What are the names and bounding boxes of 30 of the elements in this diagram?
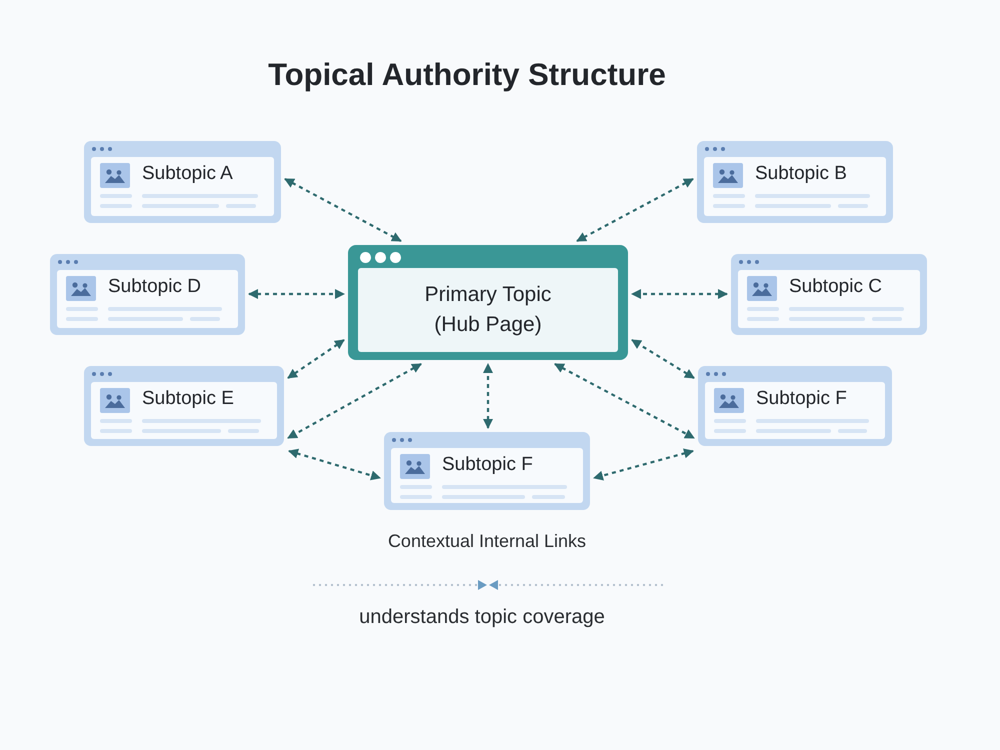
dashed-arrow xyxy=(287,363,422,439)
card-title: Subtopic B xyxy=(755,162,847,186)
coverage-note: understands topic coverage xyxy=(358,605,606,629)
card-title: Subtopic D xyxy=(108,275,201,299)
subtopic-card xyxy=(84,366,284,446)
hub-title: Primary Topic (Hub Page) xyxy=(424,282,552,338)
card-title: Subtopic F xyxy=(756,387,847,411)
dashed-arrow xyxy=(631,339,695,379)
dashed-arrow xyxy=(288,448,381,480)
dashed-arrow xyxy=(284,178,402,242)
card-title: Subtopic C xyxy=(789,275,882,299)
card-title: Subtopic F xyxy=(442,453,533,477)
subtopic-card xyxy=(731,254,927,335)
subtopic-card xyxy=(84,141,281,223)
diagram-title: Topical Authority Structure xyxy=(267,56,667,94)
card-title: Subtopic A xyxy=(142,162,233,186)
subtopic-card xyxy=(384,432,590,510)
subtopic-card xyxy=(697,141,893,223)
dashed-arrow xyxy=(287,339,345,379)
subtopic-card xyxy=(698,366,892,446)
dashed-arrow xyxy=(554,363,695,439)
dashed-arrow xyxy=(483,363,494,429)
links-label: Contextual Internal Links xyxy=(386,530,588,553)
hub-page-card xyxy=(348,245,628,360)
dashed-arrow xyxy=(593,448,694,480)
card-title: Subtopic E xyxy=(142,387,234,411)
dashed-arrow xyxy=(631,289,728,299)
subtopic-card xyxy=(50,254,245,335)
dashed-arrow xyxy=(248,289,345,299)
dashed-arrow xyxy=(576,178,694,242)
